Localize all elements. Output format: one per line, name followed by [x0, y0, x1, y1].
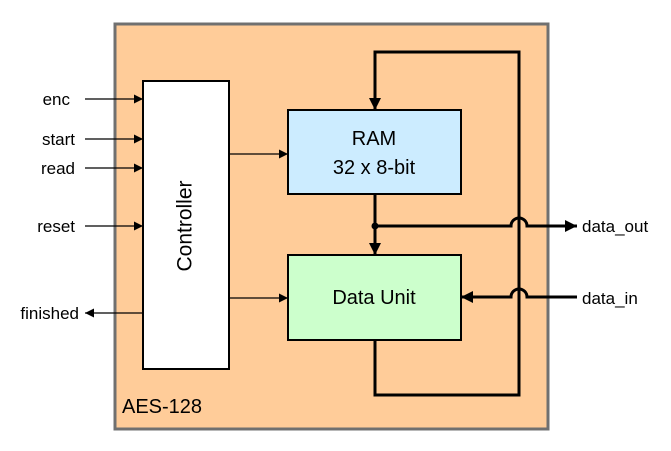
- ram-block: [287, 109, 462, 195]
- data-in-wire: [461, 287, 577, 303]
- feedback-loop-wire: [369, 50, 521, 397]
- ram-title: RAM: [352, 128, 396, 150]
- data-out-label: data_out: [582, 217, 648, 236]
- data-unit-label: Data Unit: [332, 287, 416, 309]
- reset-label: reset: [37, 217, 75, 236]
- module-label: AES-128: [122, 396, 202, 418]
- ram-size: 32 x 8-bit: [333, 157, 416, 179]
- data-out-wire: [375, 216, 577, 232]
- enc-label: enc: [43, 90, 71, 109]
- controller-block: [142, 80, 230, 370]
- start-label: start: [42, 130, 75, 149]
- finished-label: finished: [20, 304, 79, 323]
- read-label: read: [41, 159, 75, 178]
- data-in-label: data_in: [582, 289, 638, 308]
- controller-label: Controller: [174, 180, 197, 271]
